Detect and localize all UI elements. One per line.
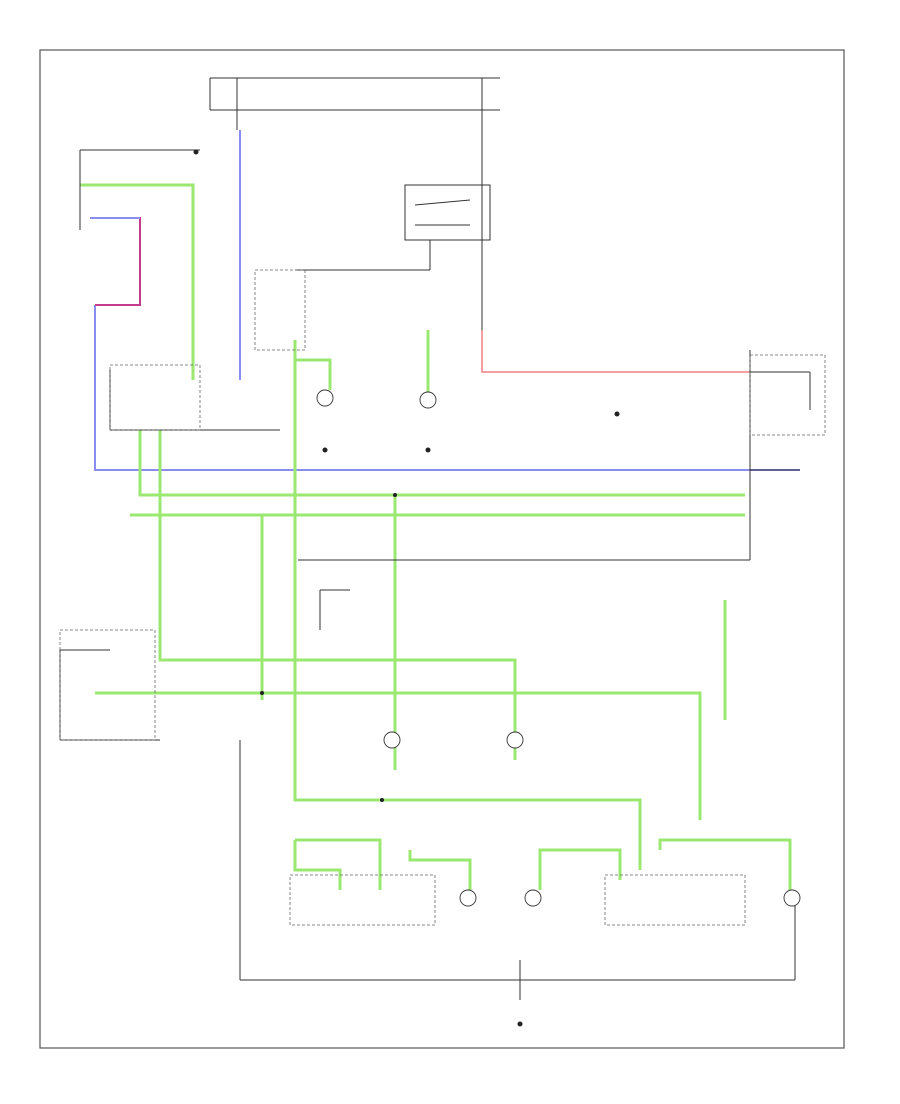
black-wiring bbox=[59, 149, 811, 1000]
turn-signal-relay bbox=[404, 184, 491, 241]
wire-green-rr-2 bbox=[658, 838, 792, 890]
hazard-switch-outline bbox=[109, 364, 201, 431]
combination-meter-outline bbox=[59, 629, 156, 741]
wire-green-rr-1 bbox=[538, 848, 622, 890]
wire-green-meter-right bbox=[95, 691, 702, 820]
wire-green-main-down bbox=[293, 340, 642, 870]
wire-blue-bus bbox=[94, 305, 800, 471]
right-rear-combination-lamp-outline bbox=[604, 874, 746, 926]
wire-red bbox=[481, 330, 750, 373]
wire-green-upper-left bbox=[80, 183, 195, 380]
wire-green-lf-lamp bbox=[295, 358, 332, 390]
combination-switch-outline bbox=[254, 269, 306, 351]
wire-green-meter-left bbox=[158, 430, 517, 760]
wire-magenta bbox=[90, 217, 141, 306]
ground-points bbox=[193, 149, 620, 1027]
lamp-cluster-lower bbox=[459, 889, 801, 907]
left-rear-turn-lamp bbox=[383, 731, 401, 749]
wire-green-lr-1 bbox=[293, 840, 342, 890]
right-rear-turn-lamp bbox=[506, 731, 524, 749]
wire-green-lr-2 bbox=[295, 838, 382, 890]
diagram-frame bbox=[39, 49, 845, 1049]
top-fuse-box bbox=[209, 77, 500, 150]
horn-switch-outline bbox=[749, 354, 826, 436]
left-front-turn-lamp bbox=[316, 389, 334, 453]
right-front-turn-lamp bbox=[419, 391, 437, 453]
left-rear-combination-lamp-outline bbox=[289, 874, 436, 926]
wire-green-bus-1 bbox=[138, 430, 745, 497]
wire-green-lr-3 bbox=[408, 850, 472, 890]
